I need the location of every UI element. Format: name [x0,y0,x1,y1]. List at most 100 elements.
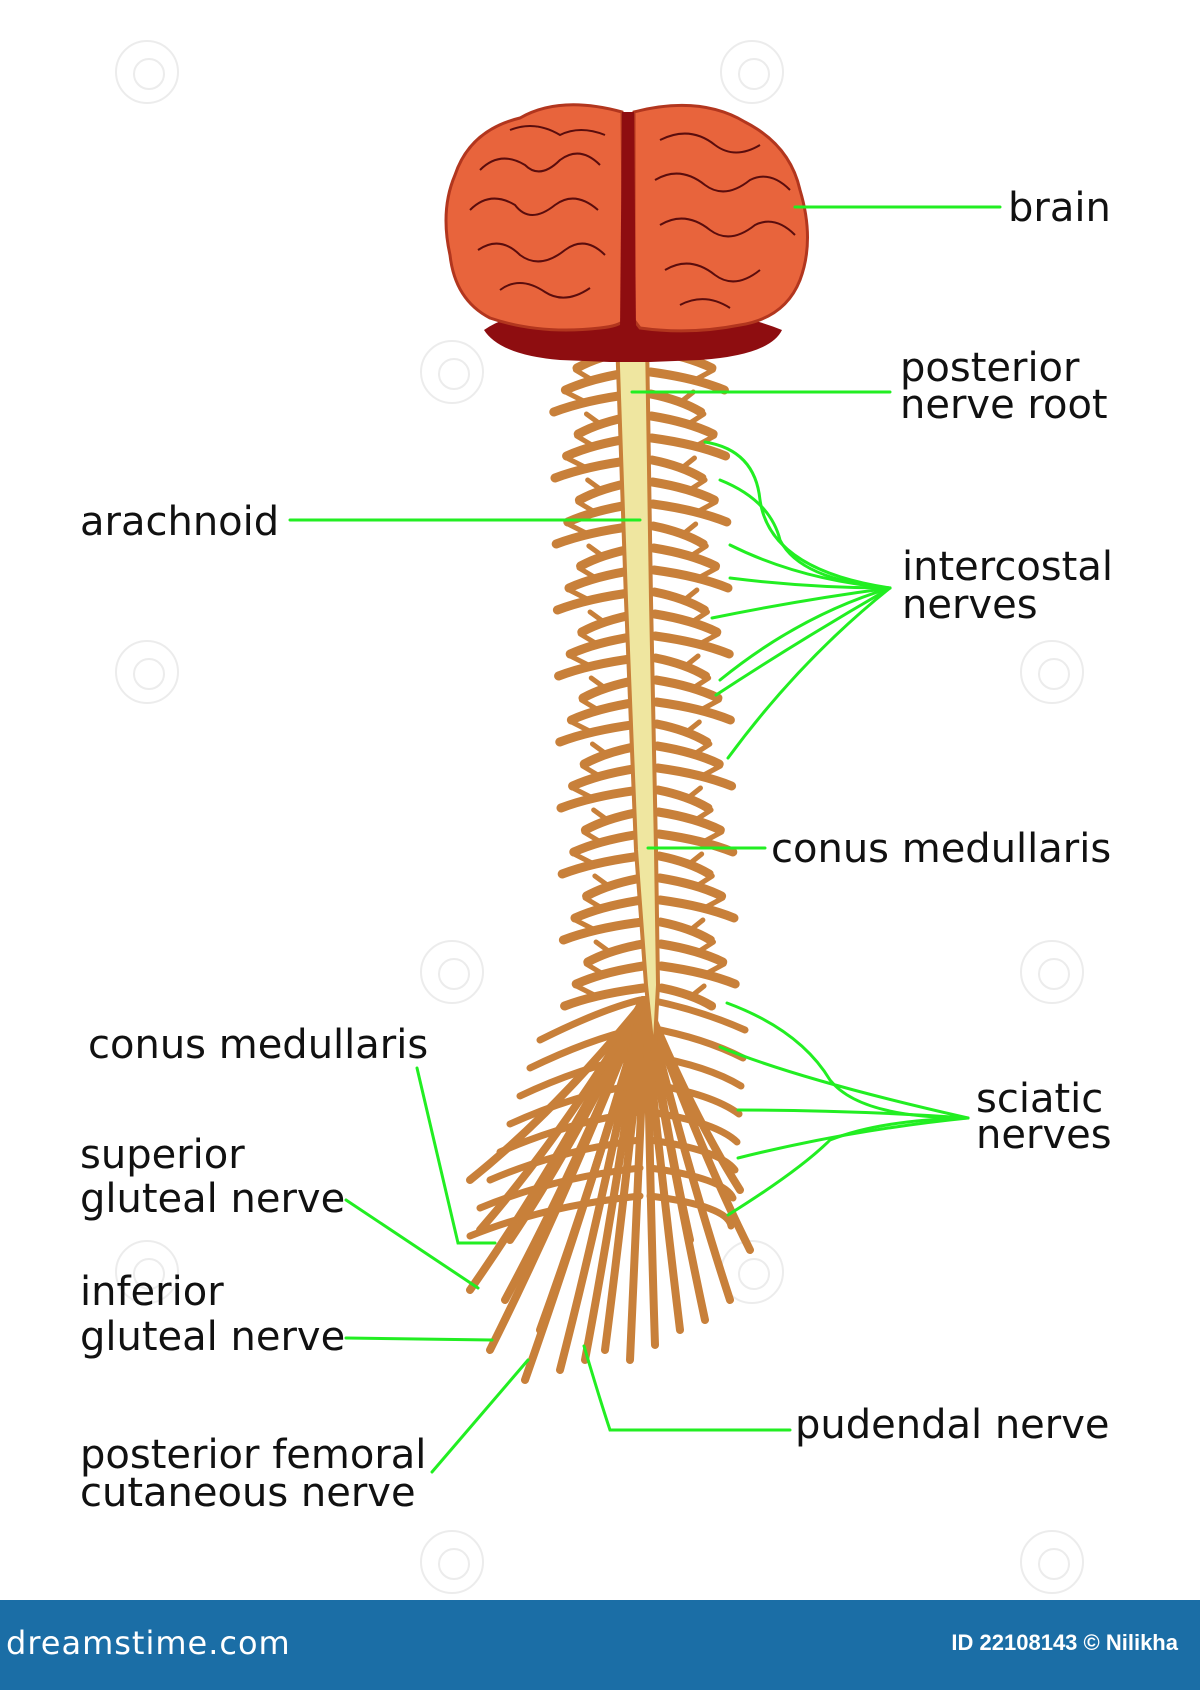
nerve-branch [646,411,718,439]
label-conus-medullaris-right: conus medullaris [771,826,1111,872]
nerve-branch [582,873,647,901]
nerve-branch [691,741,713,757]
leader-conus-medullaris-left [415,1066,497,1245]
nerve-branch [680,521,699,537]
watermark-logo [115,1240,179,1304]
nerve-branch [466,996,650,1184]
nerve-branch [587,609,607,625]
nerve-branch [583,961,606,977]
nerve-branch [581,829,604,845]
nerve-branch [685,411,707,427]
nerve-branch [646,1080,743,1118]
nerve-branch [572,367,595,383]
leader-inferior-gluteal [344,1336,494,1342]
label-inferior-gluteal-line2: gluteal nerve [80,1314,345,1360]
watermark-logo [1020,1530,1084,1594]
nerve-branch [646,1108,741,1146]
nerve-branch [679,455,697,471]
leader-sciatic-3 [736,1108,970,1120]
leader-sciatic-4 [736,1116,970,1160]
nerve-branch [697,631,721,647]
nerve-branch [653,807,725,835]
nerve-branch [653,785,713,813]
label-conus-medullaris-left: conus medullaris [88,1022,428,1068]
nerve-branch [646,1052,745,1090]
nerve-branch [690,675,712,691]
brain-right-hemisphere [632,103,809,333]
nerve-branch [683,653,701,669]
nerve-branch [580,763,602,779]
nerve-branch [568,763,645,791]
nerve-branch [476,1164,644,1212]
nerve-branch [698,697,722,713]
nerve-branch [557,851,646,879]
leader-intercostal-6 [718,586,892,682]
nerve-branch [687,917,706,933]
nerve-branch [639,996,684,1334]
nerve-branch [648,499,732,527]
nerve-branch [570,895,647,923]
watermark-logo [420,340,484,404]
nerve-branch [653,763,737,791]
nerve-branch [563,389,588,405]
nerve-branch [496,1108,644,1156]
label-superior-gluteal-line1: superior [80,1132,245,1178]
leader-pudendal [582,1344,792,1432]
nerve-branch [681,587,700,603]
leader-intercostal-5 [710,586,892,620]
nerve-branch [689,983,707,999]
nerve-branch [700,829,725,845]
nerve-branch [657,983,717,1011]
nerve-branch [655,917,715,945]
nerve-branch [649,587,709,615]
nerve-branch [582,895,605,911]
nerve-branch [689,609,710,625]
nerve-branch [576,565,599,581]
nerve-branch [560,983,649,1011]
nerve-branch [573,983,599,999]
nerve-branch [649,565,733,593]
nerve-branch [692,367,716,383]
nerve-branch [652,741,724,769]
label-posterior-nerve-root-line1: posterior [900,345,1080,391]
leader-sciatic-5 [726,1116,970,1217]
nerve-branch [701,895,726,911]
nerve-branch [685,785,703,801]
nerve-branch [585,477,604,493]
nerve-branch [655,895,739,923]
nerve-branch [694,873,715,889]
watermark-logo [115,40,179,104]
nerve-branch [583,411,603,427]
nerve-branch [688,543,709,559]
watermark-logo [115,640,179,704]
nerve-branch [466,1192,644,1240]
nerve-branch [566,587,592,603]
leader-intercostal-4 [728,576,892,590]
nerve-branch [577,631,600,647]
nerve-branch [556,785,645,813]
nerve-branch [589,741,609,757]
leader-superior-gluteal [344,1198,480,1290]
watermark-logo [1020,940,1084,1004]
leader-intercostal-3 [728,543,892,590]
nerve-branch [536,996,644,1044]
labels: brain posterior nerve root arachnoid int… [80,185,1113,1516]
nerve-branch [506,1080,644,1128]
nerve-branch [693,807,714,823]
label-posterior-nerve-root-line2: nerve root [900,382,1108,428]
nerve-branch [486,1136,644,1184]
nerve-branch [591,807,610,823]
brain-gyri [469,125,796,309]
nerve-branch [593,939,613,955]
brain-fissure [620,112,636,330]
nerve-branch [687,477,708,493]
label-intercostal-line2: nerves [902,582,1038,628]
label-posterior-femoral-line2: cutaneous nerve [80,1470,416,1516]
label-superior-gluteal-line2: gluteal nerve [80,1176,345,1222]
nerve-branch [651,675,723,703]
nerve-branch [558,917,647,945]
watermark-logo [720,40,784,104]
nerve-branch [654,851,714,879]
nerve-branch [601,996,649,1354]
nerve-branch [646,1164,737,1202]
